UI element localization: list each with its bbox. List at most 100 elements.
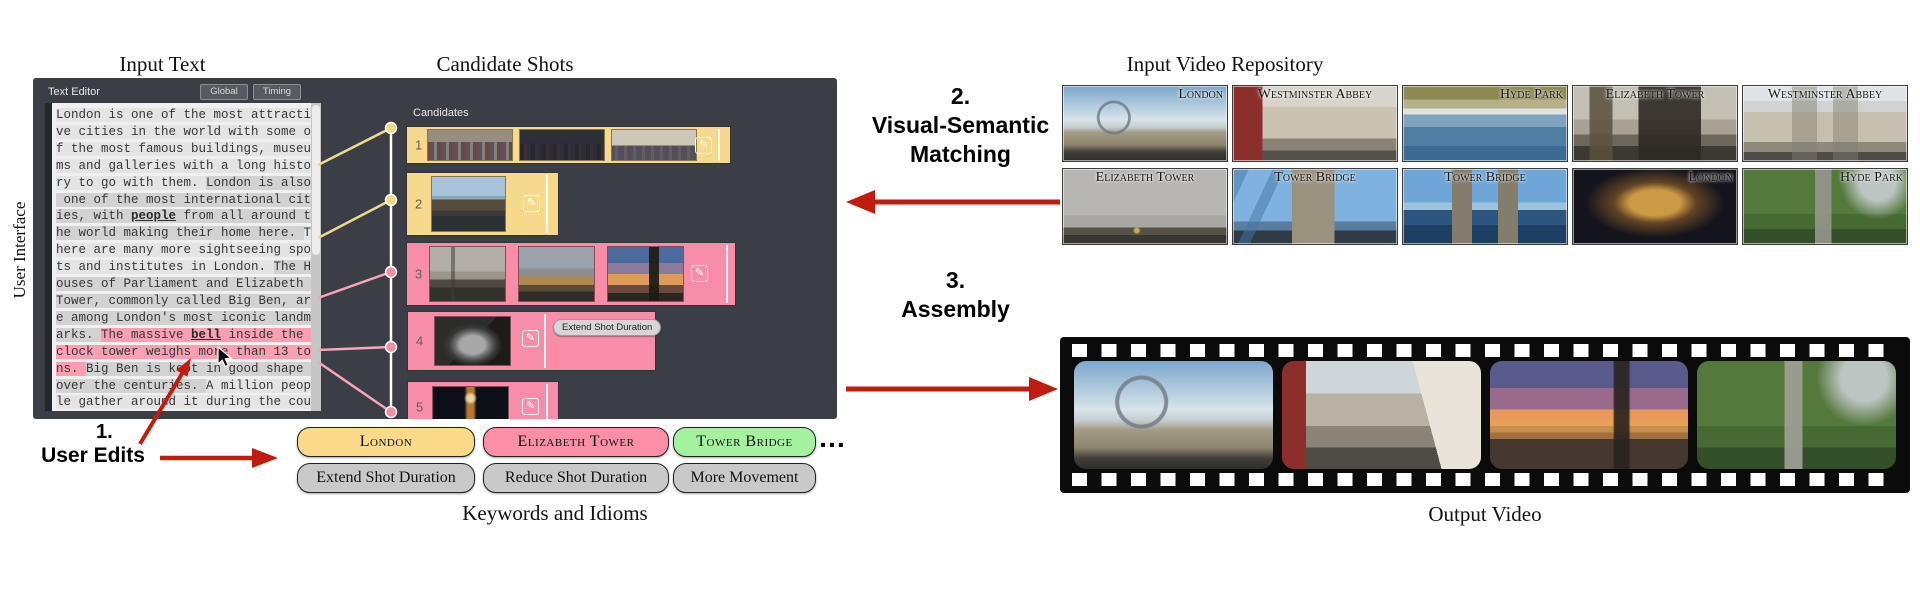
shot-thumbnail-bell-dark[interactable] — [435, 317, 510, 365]
candidate-number: 3 — [415, 266, 423, 282]
editor-line: ies, with people from all around t — [56, 209, 312, 224]
step3-assembly-label: 3. Assembly — [858, 266, 1053, 324]
row-divider — [546, 384, 548, 419]
candidate-row-4[interactable]: 4 ✎ Extend Shot Duration — [408, 312, 662, 370]
output-frame-london-eye — [1074, 361, 1273, 469]
video-thumbnail-hyde-park-lake: Hyde Park — [1402, 85, 1568, 162]
repository-heading: Input Video Repository — [1126, 52, 1324, 76]
keyword-button-london[interactable]: London — [297, 427, 475, 457]
candidate-row-5[interactable]: 5 ✎ — [408, 382, 558, 419]
edit-shot-icon[interactable]: ✎ — [523, 195, 540, 212]
editor-line: over the centuries. A million peop — [56, 378, 312, 393]
editor-line: le gather around it during the cou — [56, 395, 312, 410]
video-label: Tower Bridge — [1274, 170, 1356, 185]
output-frame-bigben-dusk — [1489, 361, 1689, 469]
edit-shot-icon[interactable]: ✎ — [695, 137, 712, 154]
editor-line: e among London's most iconic landm — [56, 310, 312, 325]
arrow-assembly-head — [1029, 377, 1058, 401]
editor-line: here are many more sightseeing spo — [56, 243, 312, 258]
step2-line2: Matching — [910, 141, 1011, 167]
edit-shot-icon[interactable]: ✎ — [691, 265, 708, 282]
video-label: Elizabeth Tower — [1605, 87, 1705, 102]
video-label: Westminster Abbey — [1767, 87, 1883, 102]
candidate-row-3[interactable]: 3 ✎ — [407, 243, 735, 305]
video-label: Tower Bridge — [1444, 170, 1526, 185]
timing-button[interactable]: Timing — [253, 84, 301, 100]
editor-line: he world making their home here. T — [56, 226, 312, 241]
video-thumbnail-hyde-park-statue: Hyde Park — [1742, 168, 1908, 245]
editor-line: one of the most international cit — [56, 192, 312, 207]
candidate-number: 5 — [416, 399, 424, 415]
editor-line: ts and institutes in London. The H — [56, 260, 312, 275]
filmstrip-sprockets-top — [1072, 344, 1898, 357]
output-frame-park-statue — [1697, 361, 1896, 469]
candidate-shots-heading: Candidate Shots — [436, 52, 574, 76]
extend-shot-duration-chip[interactable]: Extend Shot Duration — [553, 319, 662, 336]
editor-line: Tower, commonly called Big Ben, ar — [56, 293, 312, 308]
video-thumbnail-tower-bridge-river: Tower Bridge — [1402, 168, 1568, 245]
candidate-row-2[interactable]: 2 ✎ — [407, 173, 558, 235]
shot-thumbnail-palace-crowd[interactable] — [612, 130, 696, 160]
editor-line: ms and galleries with a long histo — [56, 158, 312, 173]
row-divider — [546, 175, 548, 233]
step1-number: 1. — [96, 421, 113, 443]
video-thumbnail-london-night: London — [1572, 168, 1738, 245]
video-label: Hyde Park — [1839, 170, 1903, 185]
keywords-heading: Keywords and Idioms — [462, 501, 648, 525]
video-label: Elizabeth Tower — [1095, 170, 1195, 185]
output-filmstrip — [1060, 337, 1910, 493]
step1-user-edits-label: User Edits — [41, 444, 145, 467]
scrollbar-thumb[interactable] — [312, 105, 321, 255]
shot-thumbnail-parliament-river[interactable] — [432, 177, 505, 231]
editor-line: London is one of the most attracti — [56, 108, 312, 122]
more-keywords-ellipsis: … — [818, 422, 846, 453]
row-divider — [544, 314, 546, 368]
edit-shot-icon[interactable]: ✎ — [522, 398, 539, 415]
editor-line: ns. Big Ben is kept in good shape — [56, 361, 312, 376]
editor-line: clock tower weighs more than 13 to — [56, 344, 312, 359]
step2-matching-label: 2. Visual-Semantic Matching — [858, 82, 1063, 169]
editor-panel: Text Editor Global Timing London is one … — [33, 78, 837, 419]
candidate-number: 4 — [416, 333, 424, 349]
shot-thumbnail-bigben-sunset[interactable] — [608, 247, 683, 301]
global-button[interactable]: Global — [200, 84, 248, 100]
idiom-button-more-movement[interactable]: More Movement — [673, 463, 816, 493]
shot-thumbnail-crowd-parade[interactable] — [428, 130, 512, 160]
filmstrip-frames — [1074, 361, 1896, 469]
shot-thumbnail-crowd-dark[interactable] — [520, 130, 604, 160]
editor-line: ry to go with them. London is also — [56, 175, 312, 190]
idiom-button-extend-shot-duration[interactable]: Extend Shot Duration — [297, 463, 475, 493]
output-video-heading: Output Video — [1428, 502, 1542, 526]
video-thumbnail-elizabeth-tower-overcast: Elizabeth Tower — [1062, 168, 1228, 245]
candidate-thumbs — [432, 177, 505, 231]
input-text-heading: Input Text — [119, 52, 206, 76]
filmstrip-sprockets-bottom — [1072, 473, 1898, 486]
keyword-button-elizabeth-tower[interactable]: Elizabeth Tower — [483, 427, 669, 457]
editor-left-gutter — [45, 103, 52, 411]
editor-scrollbar[interactable] — [311, 103, 322, 411]
step2-line1: Visual-Semantic — [871, 112, 1050, 138]
video-thumbnail-westminster-abbey-facade: Westminster Abbey — [1742, 85, 1908, 162]
idiom-button-reduce-shot-duration[interactable]: Reduce Shot Duration — [483, 463, 669, 493]
edit-shot-icon[interactable]: ✎ — [522, 330, 539, 347]
shot-thumbnail-bigben-night[interactable] — [433, 387, 508, 419]
video-thumbnail-elizabeth-tower-statue: Elizabeth Tower — [1572, 85, 1738, 162]
video-thumbnail-london-eye: London — [1062, 85, 1228, 162]
editor-line: ouses of Parliament and Elizabeth — [56, 277, 312, 292]
candidates-label: Candidates — [413, 107, 469, 119]
editor-line: arks. The massive bell inside the — [56, 327, 312, 342]
candidate-row-1[interactable]: 1 ✎ — [407, 127, 730, 163]
shot-thumbnail-parliament-dusk[interactable] — [519, 247, 594, 301]
shot-thumbnail-thames-bigben[interactable] — [430, 247, 505, 301]
candidate-thumbs — [435, 317, 510, 365]
video-label: Westminster Abbey — [1257, 87, 1373, 102]
video-thumbnail-tower-bridge-deck: Tower Bridge — [1232, 168, 1398, 245]
row-divider — [726, 245, 728, 303]
keyword-button-tower-bridge[interactable]: Tower Bridge — [673, 427, 816, 457]
video-thumbnail-phonebox-abbey: Westminster Abbey — [1232, 85, 1398, 162]
candidate-number: 2 — [415, 196, 423, 212]
candidate-thumbs — [428, 130, 696, 160]
